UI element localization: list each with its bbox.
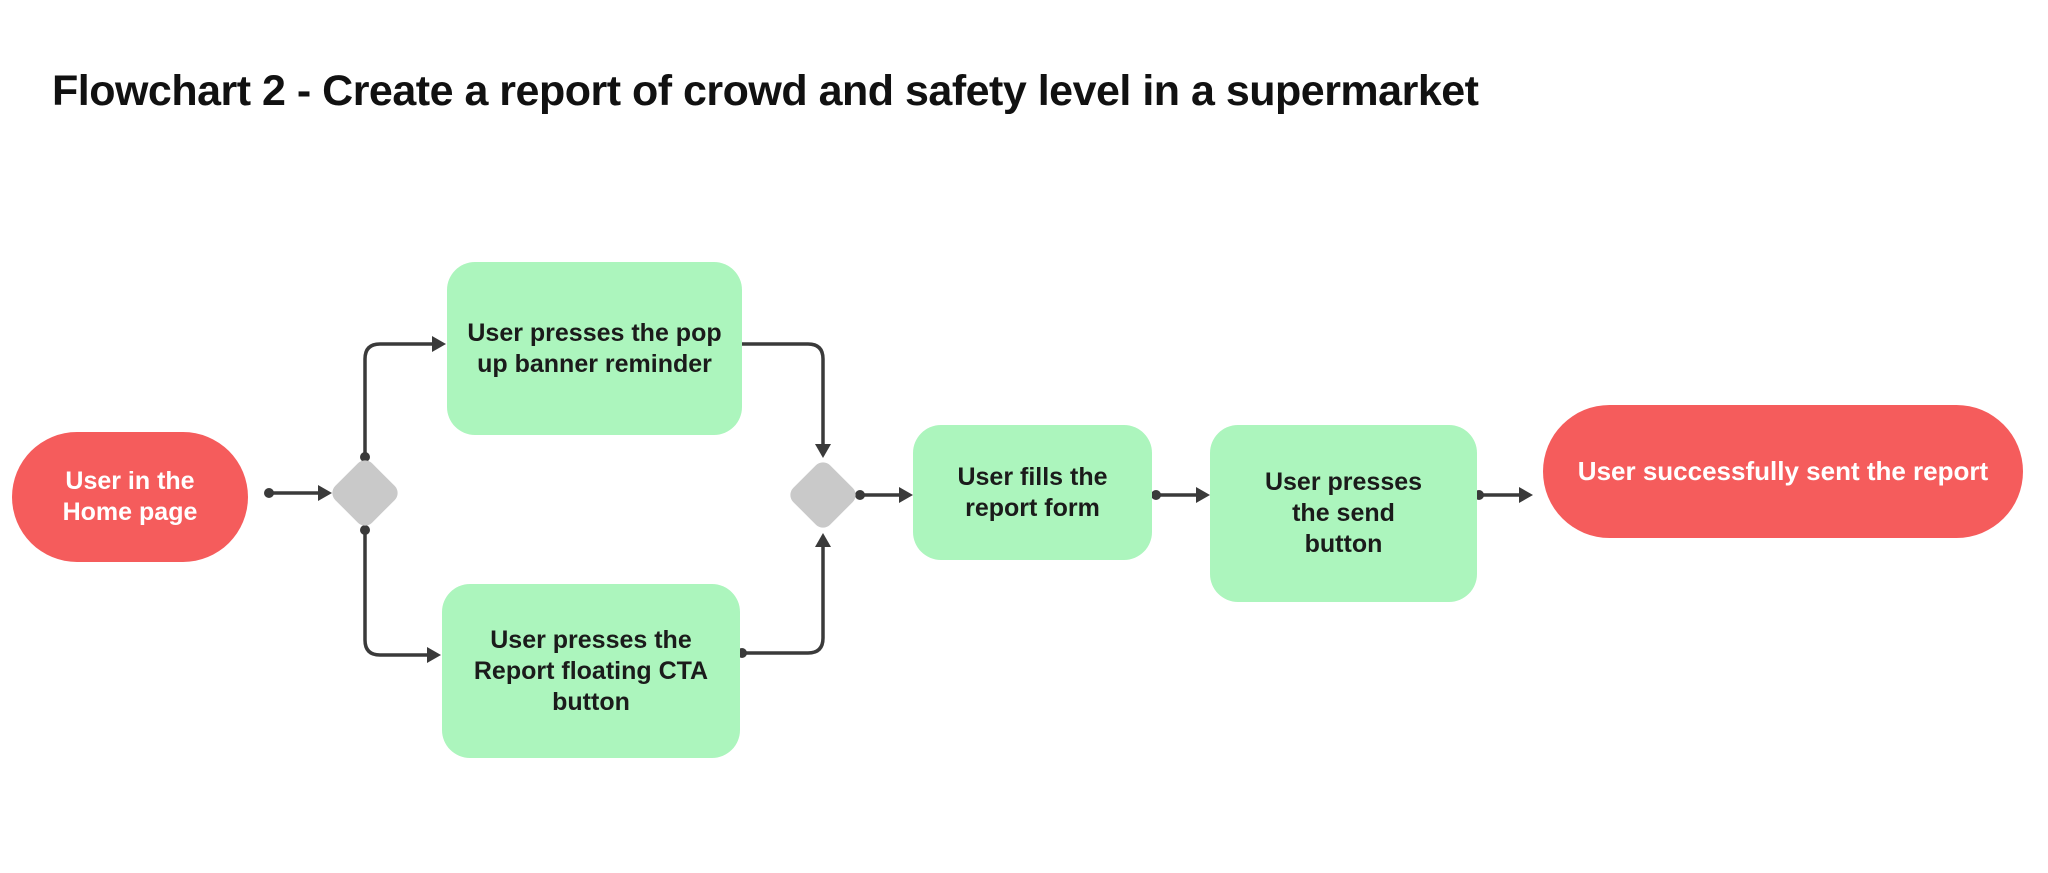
process-node-presses-send-button: User presses the send button	[1210, 425, 1477, 602]
connector-press-send-to-end	[1474, 487, 1533, 503]
connector-decision2-to-fill-form	[855, 487, 913, 503]
end-node-report-sent: User successfully sent the report	[1543, 405, 2023, 538]
process-node-popup-banner-reminder: User presses the pop up banner reminder	[447, 262, 742, 435]
start-node-user-in-home-page: User in the Home page	[12, 432, 248, 562]
connector-start-to-decision1	[264, 485, 332, 501]
connector-branch-bottom-to-decision2	[737, 533, 831, 658]
connector-decision1-to-branch-top	[360, 336, 446, 462]
connector-branch-top-to-decision2	[740, 342, 831, 458]
connector-fill-form-to-press-send	[1151, 487, 1210, 503]
process-node-fills-report-form: User fills the report form	[913, 425, 1152, 560]
process-node-report-floating-cta: User presses the Report floating CTA but…	[442, 584, 740, 758]
page-title: Flowchart 2 - Create a report of crowd a…	[52, 66, 1479, 115]
connector-decision1-to-branch-bottom	[360, 525, 441, 663]
